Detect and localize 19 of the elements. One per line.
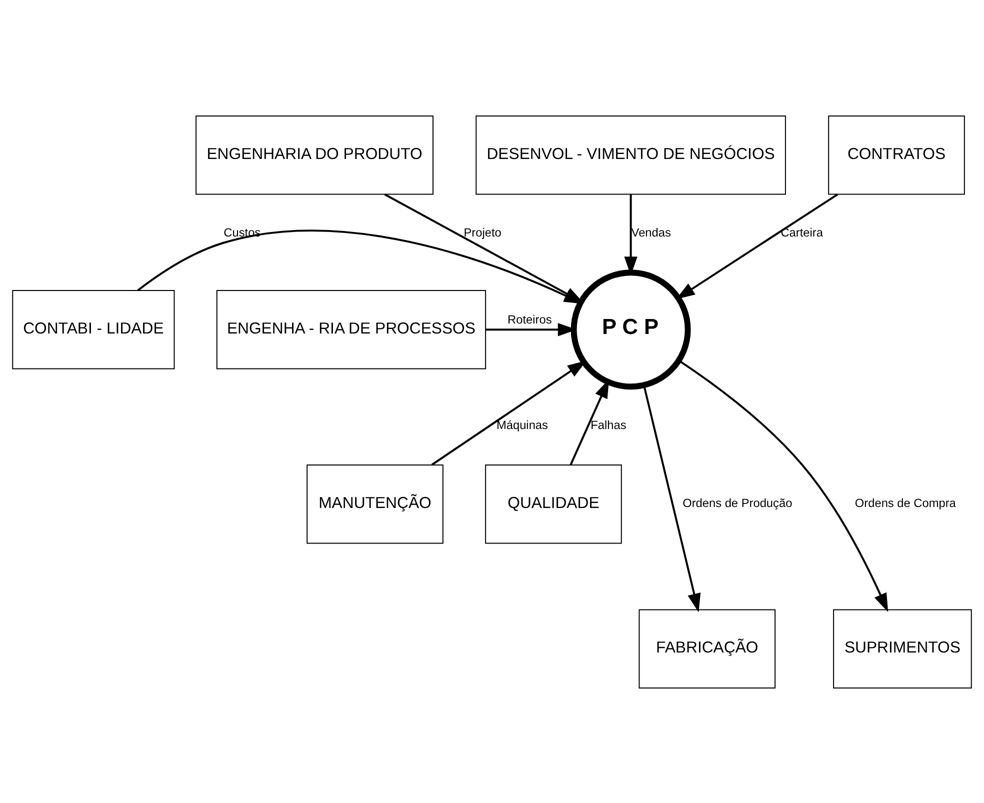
edge-label: Projeto xyxy=(464,225,502,240)
edge-label: Máquinas xyxy=(496,417,548,432)
edge-label: Roteiros xyxy=(508,312,552,326)
edge-label: Carteira xyxy=(780,225,823,240)
node-circle: P C P xyxy=(570,269,691,390)
node-box: ENGENHARIA DO PRODUTO xyxy=(196,114,434,194)
node-box: ENGENHA - RIA DE PROCESSOS xyxy=(216,289,486,369)
node-box: MANUTENÇÃO xyxy=(306,464,444,544)
node-box: QUALIDADE xyxy=(485,464,622,544)
edge-label: Ordens de Produção xyxy=(682,496,792,510)
node-box: SUPRIMENTOS xyxy=(833,608,972,688)
node-box: FABRICAÇÃO xyxy=(638,608,776,688)
arrow xyxy=(678,359,888,612)
edge-label: Falhas xyxy=(590,417,626,432)
node-box: CONTABI - LIDADE xyxy=(12,289,175,369)
arrow xyxy=(486,322,577,336)
node-box: DESENVOL - VIMENTO DE NEGÓCIOS xyxy=(476,114,786,194)
node-box: CONTRATOS xyxy=(828,114,965,194)
edge-label: Ordens de Compra xyxy=(854,496,956,510)
